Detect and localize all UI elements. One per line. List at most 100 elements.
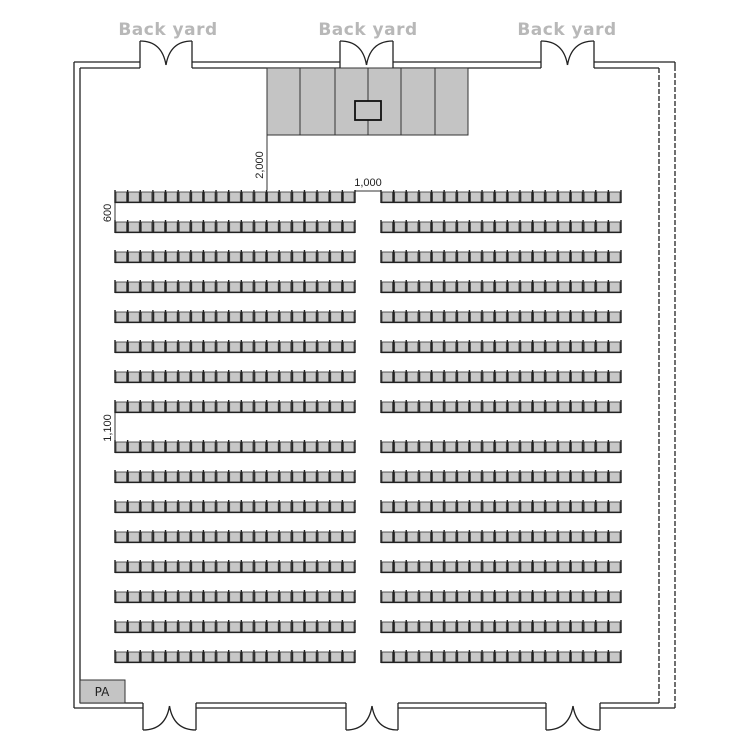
seat [303,190,317,203]
door-top-right[interactable] [540,40,595,68]
seat [126,560,140,573]
seat [164,440,178,453]
seat [443,590,457,603]
seat [227,220,241,233]
seat [456,370,469,383]
seat [595,620,608,633]
seat [506,530,520,543]
seat [177,400,191,413]
seat [164,620,178,633]
seat [392,560,406,573]
seat [493,440,507,453]
seat [240,500,254,513]
seat [329,650,342,663]
seat [493,590,507,603]
seat [215,650,229,663]
seat [164,340,178,353]
seat [152,560,165,573]
seat [215,190,229,203]
seat [114,530,128,543]
back-yard-label-right: Back yard [517,20,616,40]
seat [544,650,558,663]
door-top-left[interactable] [139,40,193,68]
seat [506,400,520,413]
seat-row-left-12 [114,530,356,544]
seat [456,530,469,543]
seat [303,340,317,353]
seat [114,500,128,513]
seat [582,310,596,323]
seat [456,400,469,413]
seat [481,650,495,663]
seat [506,590,520,603]
seat [481,310,495,323]
right-partition [658,66,676,708]
seat [595,470,608,483]
seat [190,440,203,453]
door-top-center[interactable] [339,40,394,68]
seat [481,250,495,263]
seat-row-right-11 [380,500,622,514]
seat [177,370,191,383]
seat [468,530,482,543]
seat [405,190,419,203]
seat-row-right-16 [380,650,622,664]
seat [253,250,266,263]
seat [202,400,216,413]
door-bottom-left[interactable] [142,703,197,731]
seat [202,280,216,293]
seat [531,400,545,413]
seat [481,500,495,513]
seat [506,500,520,513]
seat-row-right-13 [380,560,622,574]
seat [595,250,608,263]
seat [240,590,254,603]
seat [569,400,583,413]
seat [468,340,482,353]
seat [177,220,191,233]
seat [544,310,558,323]
seat [531,340,545,353]
seat [380,560,394,573]
seat [456,250,469,263]
seat [569,190,583,203]
seat [190,620,203,633]
seat [126,250,140,263]
door-bottom-right[interactable] [545,703,601,731]
seat [316,590,330,603]
seat [177,250,191,263]
seat-row-left-11 [114,500,356,514]
seat [177,590,191,603]
seat [582,280,596,293]
seat [595,530,608,543]
seat-row-left-15 [114,620,356,634]
seat-row-left-1 [114,190,356,204]
seat [291,190,304,203]
seat [544,530,558,543]
seat [215,620,229,633]
door-bottom-center[interactable] [345,703,399,731]
seat [595,280,608,293]
seat [114,370,128,383]
seat [557,470,570,483]
seat [227,340,241,353]
seat [595,310,608,323]
seat [430,650,444,663]
seat [139,440,153,453]
seat [405,470,419,483]
seat [291,250,304,263]
seat [164,470,178,483]
seat [544,470,558,483]
pa-label: PA [95,685,110,699]
seat [519,500,532,513]
seat [265,310,279,323]
seat [303,250,317,263]
seat [303,500,317,513]
seat [240,620,254,633]
seat [405,620,419,633]
seat [227,250,241,263]
seat [114,190,128,203]
seat [164,590,178,603]
seat [569,560,583,573]
seat [126,370,140,383]
